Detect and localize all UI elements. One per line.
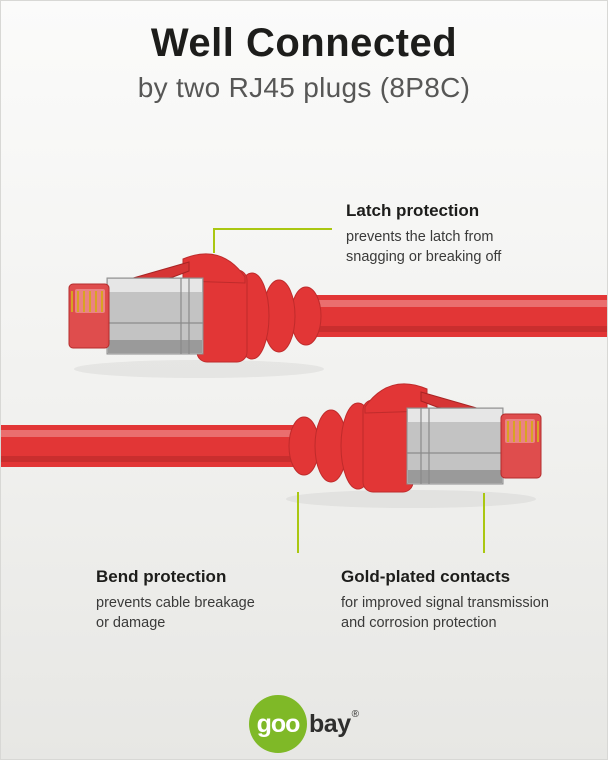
callout-gold-title: Gold-plated contacts [341, 567, 511, 586]
callout-gold: Gold-plated contacts for improved signal… [341, 567, 581, 634]
callout-bend: Bend protection prevents cable breakage … [96, 567, 316, 634]
callout-bend-line1: prevents cable breakage [96, 595, 255, 611]
callout-latch-line1: prevents the latch from [346, 229, 494, 245]
logo-circle: goo [249, 695, 308, 753]
latch-callout-line [213, 228, 332, 253]
callout-gold-line2: and corrosion protection [341, 615, 497, 632]
callout-latch: Latch protection prevents the latch from… [346, 201, 556, 268]
cable-upper [68, 252, 607, 379]
callout-bend-line2: or damage [96, 615, 166, 632]
page-subtitle: by two RJ45 plugs (8P8C) [137, 72, 471, 103]
header: Well Connected by two RJ45 plugs (8P8C) [1, 21, 607, 104]
callout-latch-line2: snagging or breaking off [346, 249, 502, 266]
callout-bend-title: Bend protection [96, 567, 227, 586]
logo-suffix: bay [309, 709, 351, 738]
callout-gold-line1: for improved signal transmission [341, 595, 549, 611]
callout-latch-title: Latch protection [346, 201, 480, 220]
page-title: Well Connected [150, 21, 458, 65]
registered-trademark-mark: ® [351, 709, 359, 720]
cable-lower [1, 382, 542, 509]
brand-logo: goo bay ® [1, 695, 607, 753]
